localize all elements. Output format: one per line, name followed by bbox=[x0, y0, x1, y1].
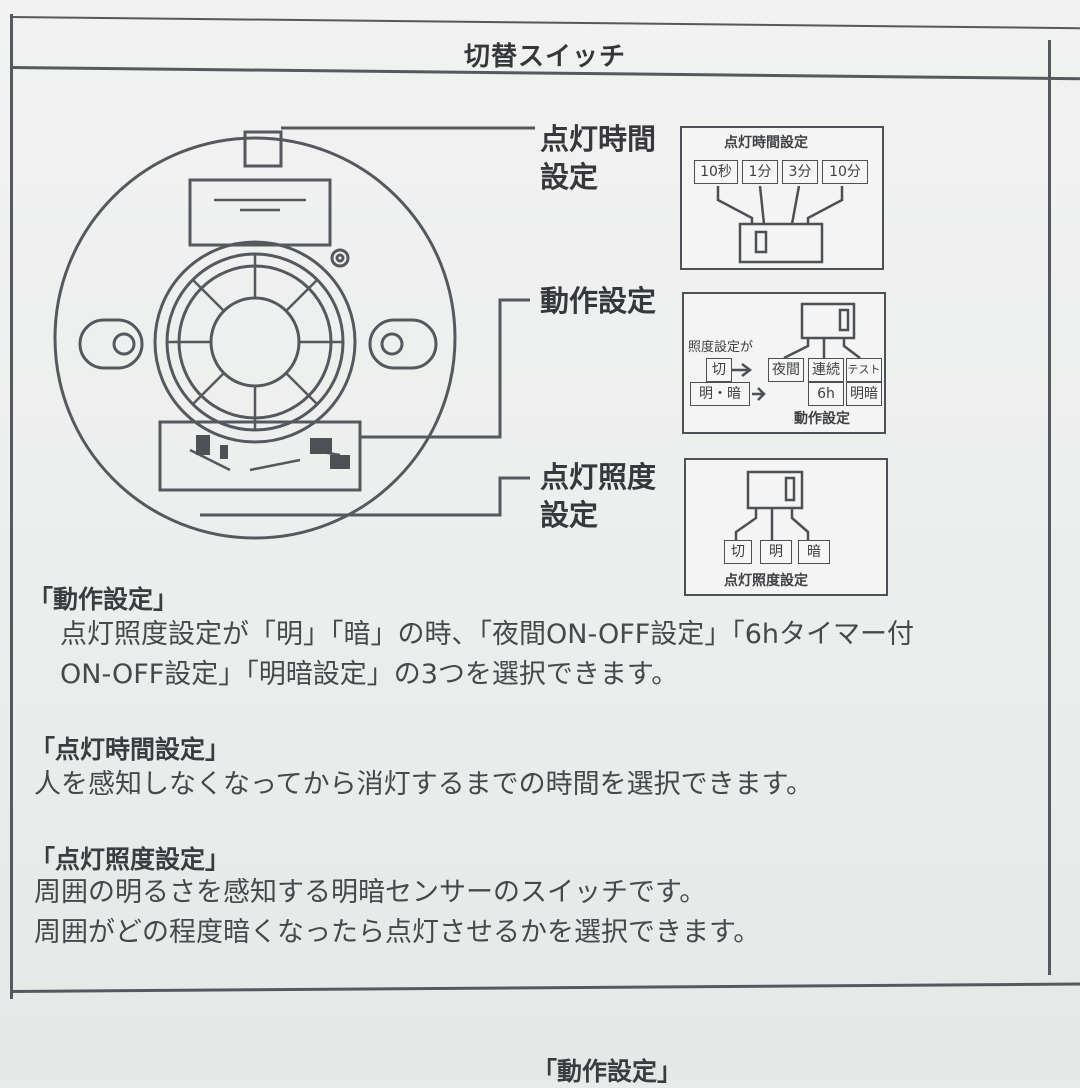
section-operation-heading: 「動作設定」 bbox=[28, 585, 179, 614]
callout-lighting-time-line2: 設定 bbox=[540, 160, 599, 194]
callout-lighting-time-line1: 点灯時間 bbox=[540, 122, 657, 156]
section-lux-heading: 「点灯照度設定」 bbox=[30, 845, 231, 874]
lux-switch-graphic bbox=[734, 470, 810, 540]
operation-col2-bottom: 6h bbox=[808, 382, 844, 406]
operation-col3-top: テスト bbox=[846, 358, 882, 382]
callout-lighting-lux-line2: 設定 bbox=[540, 498, 599, 532]
section-operation-line2: ON-OFF設定」「明暗設定」の3つを選択できます。 bbox=[60, 659, 679, 690]
section-time-line1: 人を感知しなくなってから消灯するまでの時間を選択できます。 bbox=[34, 769, 813, 800]
time-setting-box: 点灯時間設定 10秒 1分 3分 10分 bbox=[680, 126, 884, 270]
lux-option-bright: 明 bbox=[760, 540, 792, 564]
table-top-border bbox=[9, 16, 1080, 30]
operation-col3-bottom: 明暗 bbox=[846, 382, 882, 406]
lux-option-off: 切 bbox=[724, 540, 752, 564]
operation-row2-left: 明・暗 bbox=[690, 382, 750, 406]
footer-heading: 「動作設定」 bbox=[532, 1057, 683, 1086]
time-option-10m: 10分 bbox=[822, 160, 868, 184]
operation-col2-top: 連続 bbox=[808, 358, 844, 382]
time-option-3m: 3分 bbox=[782, 160, 818, 184]
callout-lighting-lux: 点灯照度 設定 bbox=[540, 458, 656, 534]
time-option-1m: 1分 bbox=[742, 160, 778, 184]
callout-lighting-lux-line1: 点灯照度 bbox=[540, 460, 657, 494]
callout-lighting-time: 点灯時間 設定 bbox=[540, 120, 656, 196]
lux-setting-box: 切 明 暗 点灯照度設定 bbox=[684, 458, 888, 596]
operation-lux-label: 照度設定が bbox=[688, 340, 754, 355]
time-setting-caption: 点灯時間設定 bbox=[724, 135, 808, 151]
operation-setting-box: 照度設定が 切 明・暗 夜間 連続 テスト 6h 明暗 動作設定 bbox=[682, 292, 886, 434]
table-right-divider bbox=[1048, 40, 1051, 975]
time-switch-graphic bbox=[716, 185, 844, 264]
callout-operation-line1: 動作設定 bbox=[540, 284, 657, 318]
lux-caption: 点灯照度設定 bbox=[724, 573, 808, 589]
section-operation-line1: 点灯照度設定が「明」「暗」の時、「夜間ON-OFF設定」「6hタイマー付 bbox=[60, 619, 915, 650]
section-lux-line1: 周囲の明るさを感知する明暗センサーのスイッチです。 bbox=[34, 877, 707, 908]
page-title: 切替スイッチ bbox=[463, 42, 626, 72]
table-bottom-border bbox=[9, 982, 1080, 993]
operation-switch-graphic bbox=[730, 302, 861, 401]
operation-caption: 動作設定 bbox=[794, 411, 850, 427]
table-left-border bbox=[10, 14, 13, 999]
section-lux-line2: 周囲がどの程度暗くなったら点灯させるかを選択できます。 bbox=[34, 917, 761, 948]
callout-operation: 動作設定 bbox=[540, 282, 656, 320]
operation-col1-top: 夜間 bbox=[768, 358, 804, 382]
lux-option-dark: 暗 bbox=[798, 540, 830, 564]
operation-row1-left: 切 bbox=[706, 358, 732, 382]
sensor-diagram bbox=[53, 126, 535, 540]
section-time-heading: 「点灯時間設定」 bbox=[30, 735, 231, 764]
time-option-10s: 10秒 bbox=[694, 160, 738, 184]
